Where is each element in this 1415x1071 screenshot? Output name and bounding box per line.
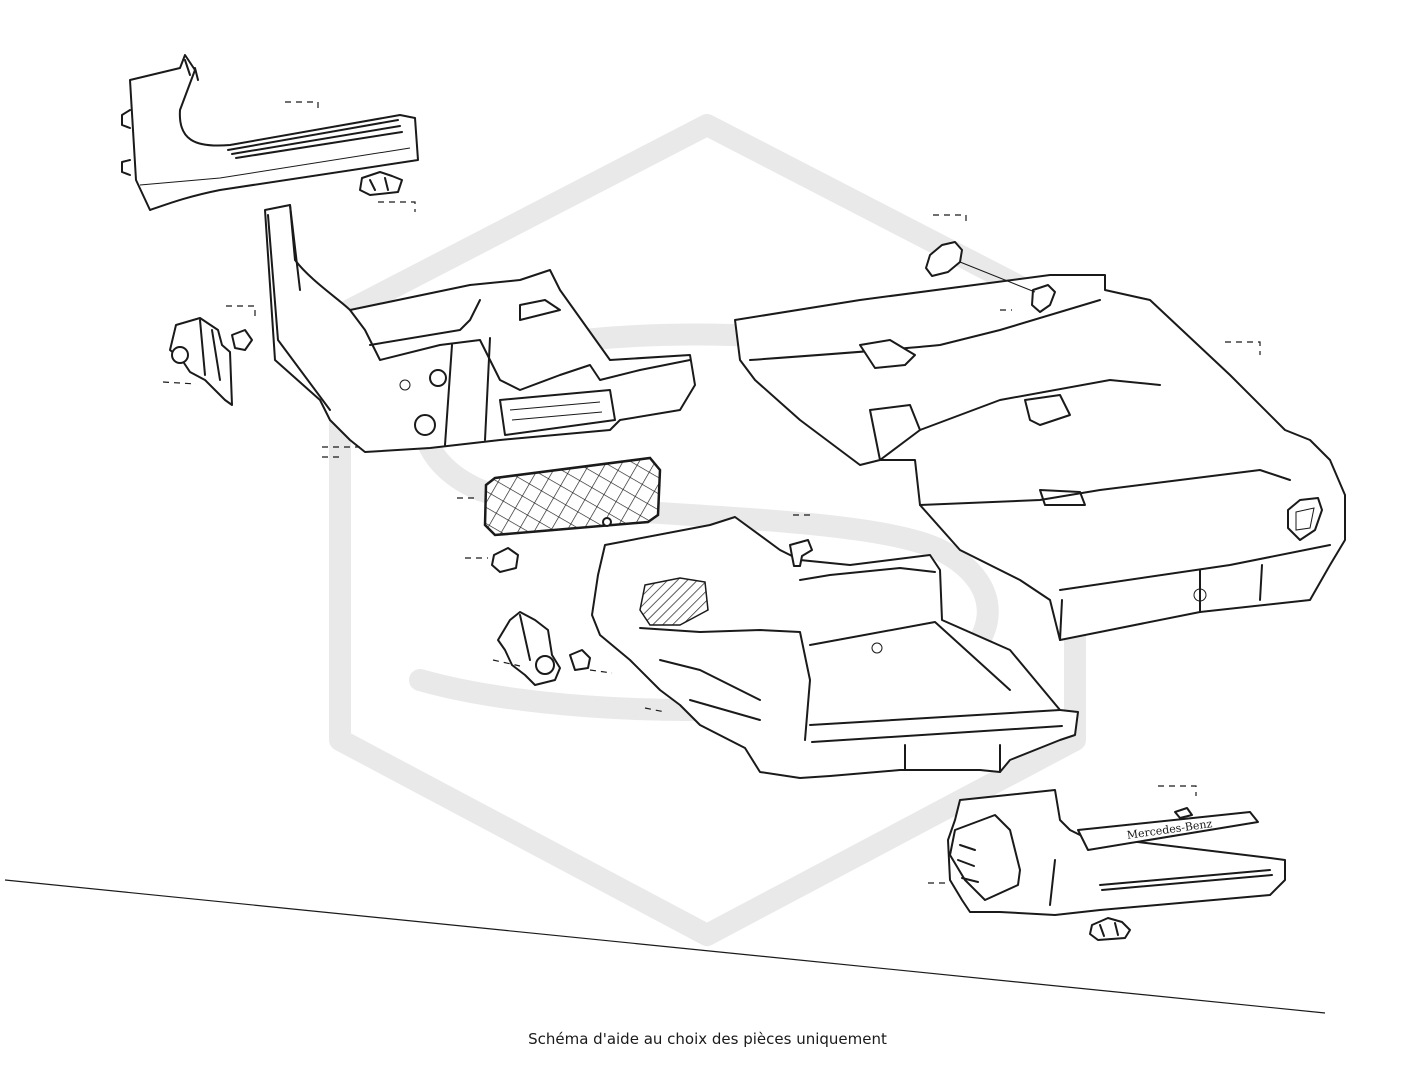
part-left-bracket [169, 317, 253, 406]
part-center-side-panel [591, 516, 1079, 779]
part-mid-bracket [497, 611, 591, 686]
part-hook-top [925, 241, 1056, 313]
part-cap-small [491, 547, 519, 573]
part-push-pin [789, 539, 813, 567]
part-lower-sill-trim: Mercedes-Benz [947, 789, 1286, 916]
clip-upper [359, 171, 403, 196]
part-left-rear-panel [264, 204, 696, 453]
part-cargo-net [483, 456, 662, 537]
clip-lower [1089, 917, 1131, 941]
ground-line [4, 879, 1326, 1014]
part-trunk-floor [734, 274, 1346, 641]
part-upper-sill-trim [121, 54, 419, 211]
caption-text: Schéma d'aide au choix des pièces unique… [528, 1030, 887, 1048]
clip-logo-small [1174, 807, 1193, 819]
